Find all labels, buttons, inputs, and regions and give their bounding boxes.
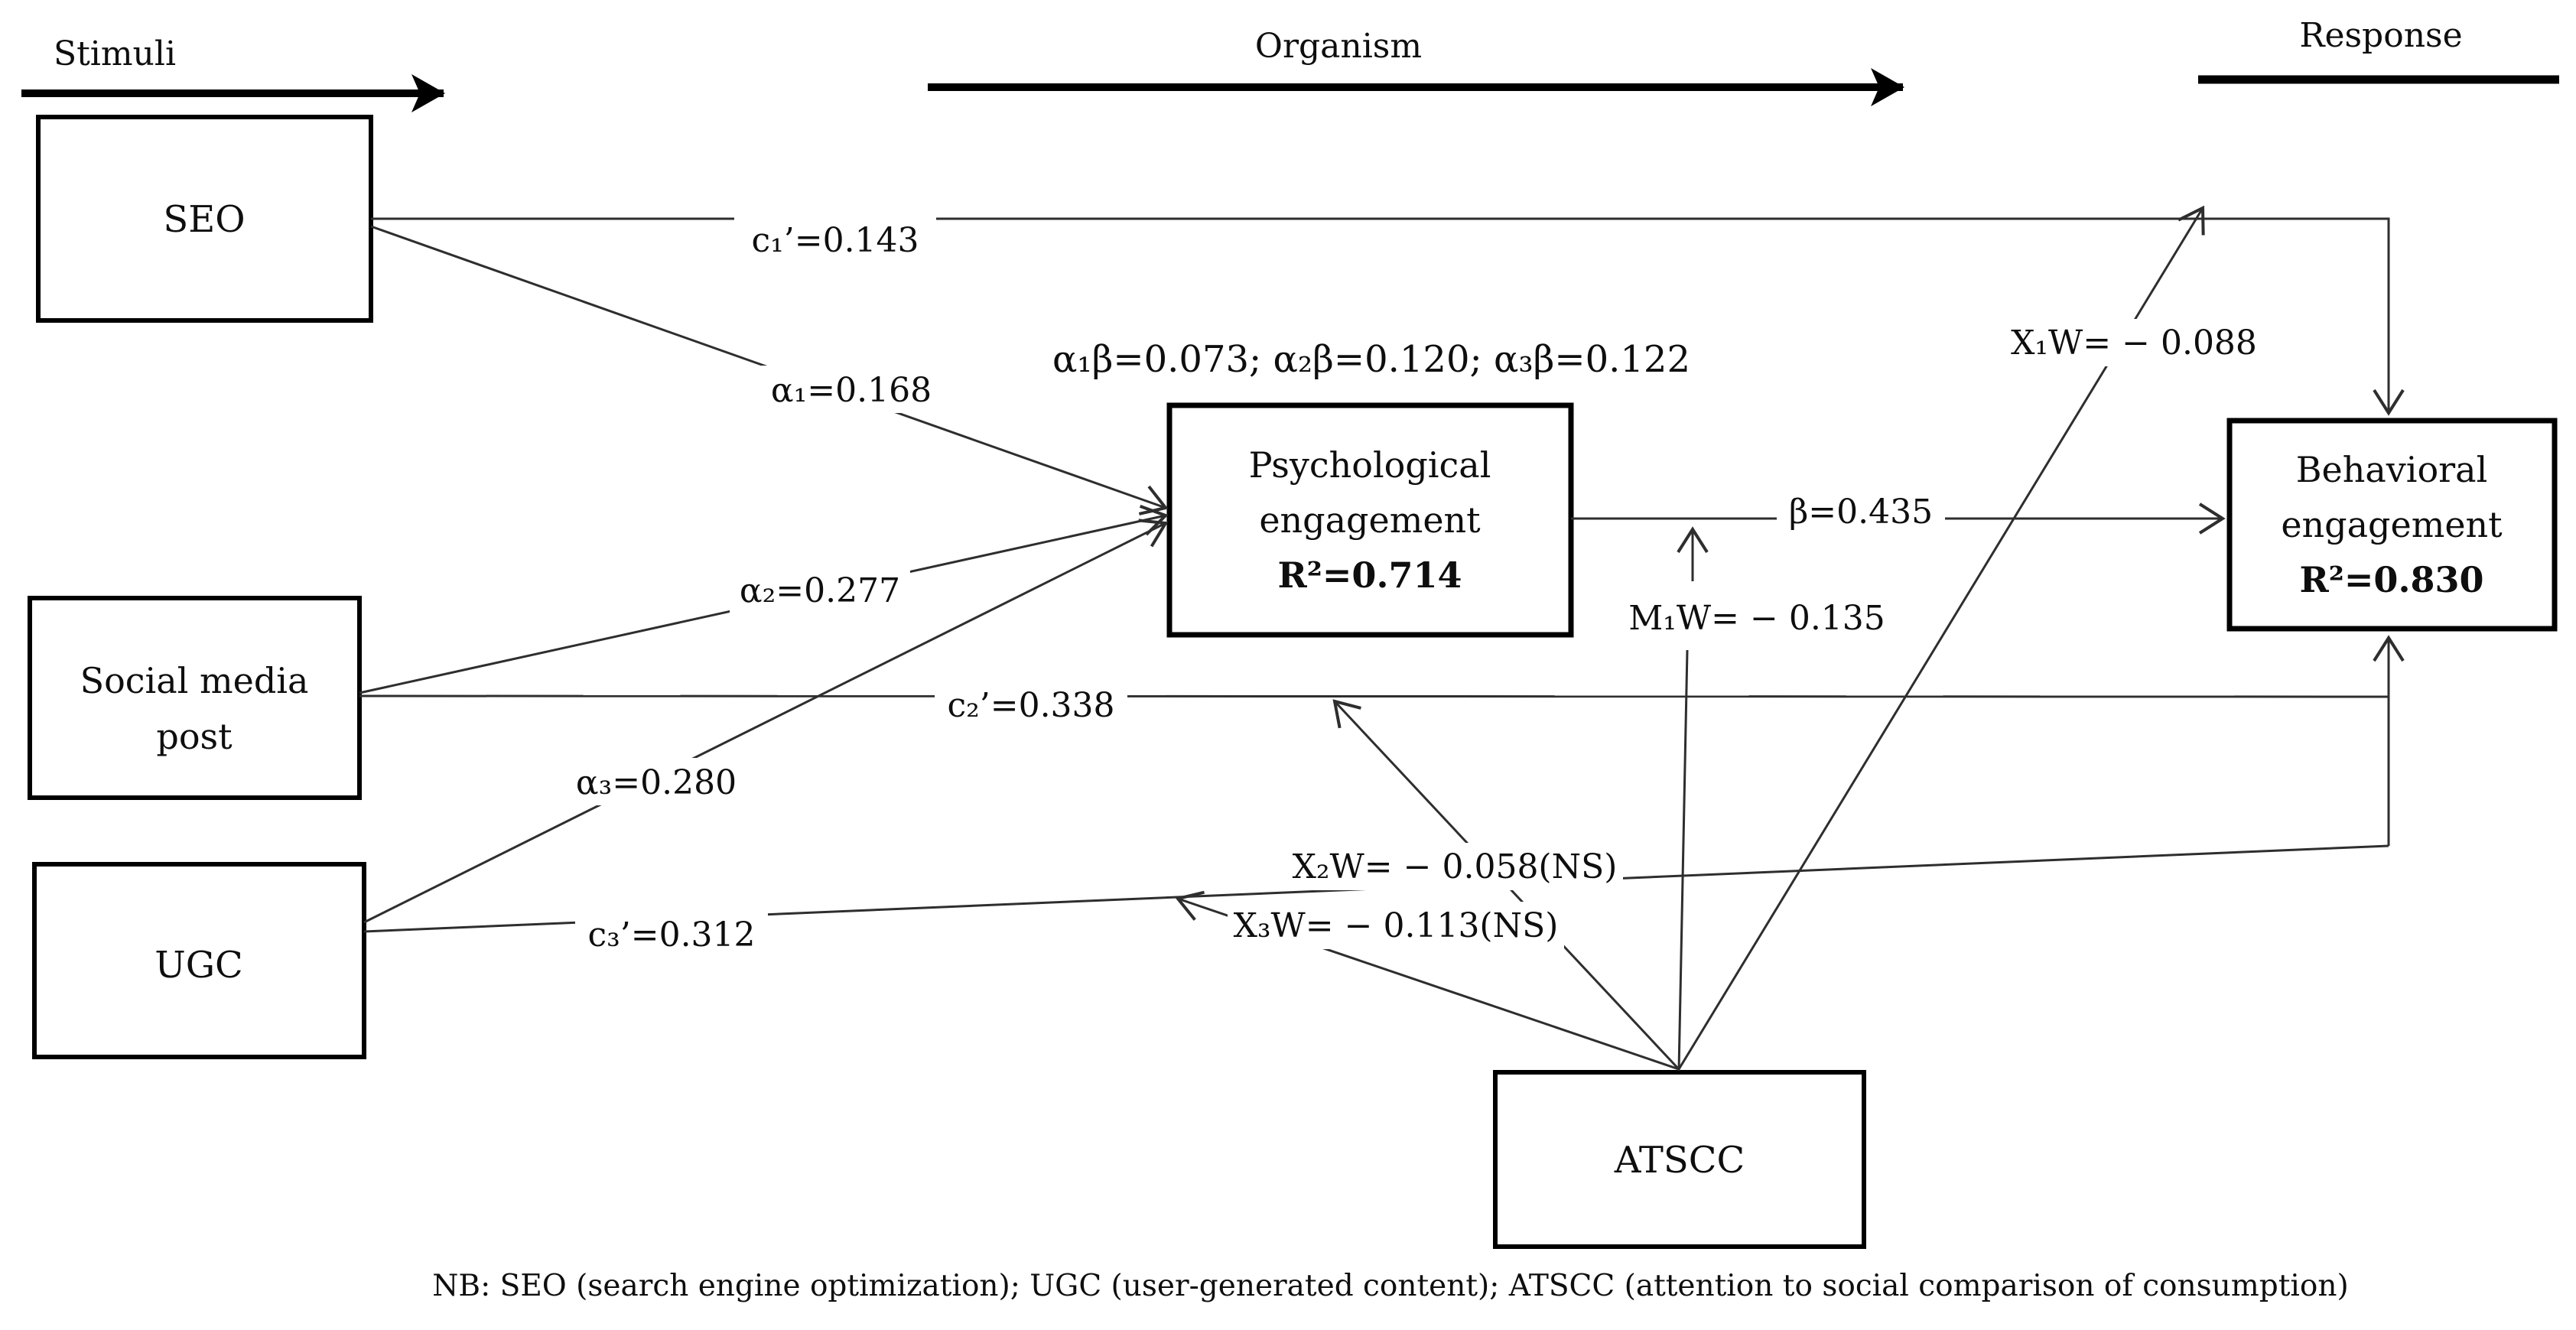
- c1-label-bg: [734, 216, 936, 263]
- social-box-label-line1: Social media: [80, 660, 309, 701]
- box-labels: SEO Social media post UGC Psychological …: [80, 198, 2503, 1182]
- label-backgrounds: [566, 216, 2264, 959]
- c2-label-bg: [935, 678, 1127, 731]
- psych-box-label-line2: engagement: [1259, 499, 1481, 541]
- x2w-label: X₂W= − 0.058(NS): [1293, 847, 1618, 886]
- x3w-label-bg: [1228, 902, 1564, 949]
- c3-label: c₃’=0.312: [587, 915, 755, 954]
- social-box-label-line2: post: [156, 716, 233, 757]
- c2-path-line: [359, 694, 2389, 698]
- section-label-response: Response: [2299, 16, 2462, 55]
- beta-label-bg: [1777, 488, 1945, 535]
- a2-label-bg: [730, 566, 910, 613]
- x1w-label-bg: [2004, 319, 2264, 366]
- atscc-box: [1493, 1070, 1866, 1249]
- ugc-box-label: UGC: [154, 944, 243, 987]
- social-media-post-box: [28, 596, 362, 800]
- m1w-label-bg: [1625, 594, 1888, 642]
- a1-label-bg: [761, 366, 942, 413]
- a3-label: α₃=0.280: [576, 763, 737, 802]
- indirect-effects-label: α₁β=0.073; α₂β=0.120; α₃β=0.122: [1052, 338, 1690, 381]
- psych-box-r2-value: R²=0.714: [1278, 554, 1462, 596]
- a2-label: α₂=0.277: [740, 571, 900, 610]
- c1-label: c₁’=0.143: [751, 221, 919, 260]
- c2-label: c₂’=0.338: [947, 686, 1114, 725]
- x2w-label-bg: [1286, 843, 1623, 890]
- a3-path-line: [363, 519, 1169, 924]
- c3-label-bg: [575, 910, 768, 959]
- c1-path-line: [371, 217, 2405, 416]
- section-label-stimuli: Stimuli: [54, 34, 176, 73]
- ugc-box: [32, 862, 366, 1059]
- x1w-label: X₁W= − 0.088: [2011, 324, 2257, 363]
- behav-box-r2-value: R²=0.830: [2300, 559, 2484, 600]
- m1w-moderation-line: [1677, 649, 1689, 1071]
- construct-boxes: [28, 115, 2558, 1249]
- a1-label: α₁=0.168: [771, 371, 932, 410]
- section-headers: Stimuli Organism Response: [21, 16, 2559, 112]
- behav-box-label-line1: Behavioral: [2296, 449, 2488, 490]
- psych-box-label-line1: Psychological: [1249, 444, 1491, 486]
- m1w-label: M₁W= − 0.135: [1628, 599, 1885, 638]
- beta-label: β=0.435: [1789, 493, 1933, 532]
- atscc-box-label: ATSCC: [1614, 1139, 1745, 1182]
- behav-box-label-line2: engagement: [2281, 504, 2503, 545]
- figure-footnote: NB: SEO (search engine optimization); UG…: [432, 1269, 2348, 1303]
- a3-label-bg: [566, 758, 746, 805]
- behavioral-engagement-box: [2226, 418, 2558, 632]
- path-labels: c₁’=0.143 α₁=0.168 α₂=0.277 α₃=0.280 c₂’…: [576, 221, 2257, 954]
- x3w-label: X₃W= − 0.113(NS): [1234, 906, 1559, 945]
- psychological-engagement-box: [1166, 402, 1574, 638]
- seo-box-label: SEO: [163, 198, 245, 241]
- seo-box: [36, 115, 373, 323]
- section-label-organism: Organism: [1255, 27, 1422, 66]
